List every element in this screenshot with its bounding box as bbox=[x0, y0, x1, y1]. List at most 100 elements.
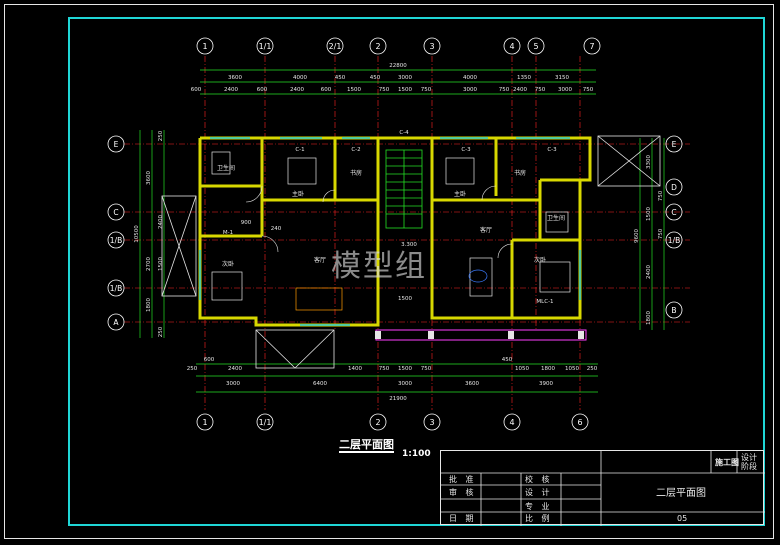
axis-bubble bbox=[256, 413, 274, 431]
room-label-wc-right: 卫生间 bbox=[547, 214, 565, 222]
dim-top-2: 2400 bbox=[513, 87, 527, 93]
tag-c4: C-4 bbox=[399, 130, 409, 136]
dim-top-2: 750 bbox=[499, 87, 510, 93]
tag-elevation: 3.300 bbox=[401, 242, 417, 248]
axis-bubble bbox=[196, 413, 214, 431]
axis-bubble bbox=[665, 231, 683, 249]
axis-bubble bbox=[256, 37, 274, 55]
axis-label-bottom-1: 1 bbox=[202, 418, 207, 427]
dim-bottom-overall: 21900 bbox=[389, 396, 407, 402]
axis-label-top-5: 5 bbox=[533, 42, 538, 51]
dim-top-1: 3000 bbox=[398, 75, 412, 81]
room-label-bedroom-br: 次卧 bbox=[534, 256, 546, 264]
tag-mlc: MLC-1 bbox=[536, 299, 553, 305]
dim-top-1: 450 bbox=[370, 75, 381, 81]
room-label-living-left: 客厅 bbox=[314, 256, 326, 264]
walls bbox=[198, 136, 592, 327]
dim-top-1: 3600 bbox=[228, 75, 242, 81]
room-label-bedroom-bl: 次卧 bbox=[222, 260, 234, 268]
room-label-living-right: 客厅 bbox=[480, 226, 492, 234]
room-label-bedroom-left: 主卧 bbox=[292, 190, 304, 198]
dim-top-2: 1500 bbox=[347, 87, 361, 93]
axis-label-top-2-1: 2/1 bbox=[329, 42, 342, 51]
axis-label-top-4: 4 bbox=[509, 42, 514, 51]
dim-top-2: 750 bbox=[379, 87, 390, 93]
dim-right: 1500 bbox=[646, 207, 652, 221]
dim-bottom-1: 1500 bbox=[398, 366, 412, 372]
tag-c3-right: C-3 bbox=[461, 147, 471, 153]
dim-bottom-1: 1050 bbox=[565, 366, 579, 372]
tb-design-label: 设 计 bbox=[525, 488, 553, 497]
axis-bubble bbox=[107, 313, 125, 331]
title-block: 批 准 审 核 日 期 校 核 设 计 专 业 比 例 施工图 设计 阶段 05 bbox=[440, 450, 765, 526]
tag-m1: M-1 bbox=[223, 230, 233, 236]
tag-240: 240 bbox=[271, 226, 282, 232]
staircase bbox=[385, 149, 423, 229]
axis-bubble bbox=[665, 178, 683, 196]
dim-bottom-2: 3600 bbox=[465, 381, 479, 387]
dim-top-2: 2400 bbox=[290, 87, 304, 93]
dim-top-2: 2400 bbox=[224, 87, 238, 93]
axis-bubble bbox=[326, 37, 344, 55]
dim-left: 250 bbox=[158, 130, 164, 141]
dim-top-2: 3000 bbox=[463, 87, 477, 93]
dim-left: 2400 bbox=[158, 215, 164, 229]
axis-bubble bbox=[527, 37, 545, 55]
front-railing bbox=[375, 329, 587, 341]
axis-label-top-7: 7 bbox=[589, 42, 594, 51]
axis-label-top-1: 1 bbox=[202, 42, 207, 51]
tb-discipline-label: 专 业 bbox=[525, 502, 553, 511]
tag-c2-left: C-2 bbox=[351, 147, 360, 153]
axis-bubble bbox=[571, 413, 589, 431]
axis-label-bottom-6: 6 bbox=[577, 418, 582, 427]
axis-bubble bbox=[369, 37, 387, 55]
axis-label-bottom-4: 4 bbox=[509, 418, 514, 427]
tb-approve-label: 批 准 bbox=[449, 475, 477, 484]
dim-top-overall: 22800 bbox=[389, 63, 407, 69]
dim-bottom-2: 3000 bbox=[226, 381, 240, 387]
title-block-grid bbox=[441, 451, 765, 526]
dim-top-1: 3150 bbox=[555, 75, 569, 81]
tb-review-label: 审 核 bbox=[449, 488, 477, 497]
tag-c1-left: C-1 bbox=[295, 147, 304, 153]
plan-scale: 1:100 bbox=[402, 449, 431, 459]
axis-bubble bbox=[503, 37, 521, 55]
axis-bubble bbox=[665, 135, 683, 153]
balconies bbox=[161, 135, 661, 369]
dim-top-1: 4000 bbox=[463, 75, 477, 81]
room-label-wc-left: 卫生间 bbox=[217, 164, 235, 172]
axis-bubble bbox=[107, 279, 125, 297]
axis-label-left-e: E bbox=[114, 140, 119, 149]
dim-top-2: 750 bbox=[583, 87, 594, 93]
dim-left: 250 bbox=[158, 326, 164, 337]
room-label-study-left: 书房 bbox=[350, 169, 362, 177]
dim-right: 2400 bbox=[646, 265, 652, 279]
axis-label-top-1-1: 1/1 bbox=[259, 42, 272, 51]
dim-right-overall: 9600 bbox=[634, 229, 640, 243]
dim-right: 3300 bbox=[646, 155, 652, 169]
dim-bottom-1: 750 bbox=[421, 366, 432, 372]
dim-bottom-2: 3000 bbox=[398, 381, 412, 387]
axis-label-right-b: B bbox=[671, 306, 676, 315]
axis-bubble bbox=[503, 413, 521, 431]
dim-bottom-1: 1400 bbox=[348, 366, 362, 372]
axis-label-bottom-1-1: 1/1 bbox=[259, 418, 272, 427]
axis-bubble bbox=[107, 231, 125, 249]
axis-label-right-c: C bbox=[671, 208, 676, 217]
tb-sheet-title: 二层平面图 bbox=[656, 487, 706, 499]
axis-label-right-e: E bbox=[672, 140, 677, 149]
dim-top-1: 450 bbox=[335, 75, 346, 81]
axis-label-top-3: 3 bbox=[429, 42, 434, 51]
dim-top-2: 600 bbox=[321, 87, 332, 93]
dim-top-2: 600 bbox=[257, 87, 268, 93]
dim-bottom-2: 6400 bbox=[313, 381, 327, 387]
tag-c3-far: C-3 bbox=[547, 147, 557, 153]
tb-stage-label: 设计 阶段 bbox=[741, 453, 757, 471]
axis-label-right-d: D bbox=[671, 183, 677, 192]
axis-bubble bbox=[369, 413, 387, 431]
dim-left-overall: 10500 bbox=[134, 225, 140, 243]
dim-top-1: 1350 bbox=[517, 75, 531, 81]
dim-top-2: 3000 bbox=[558, 87, 572, 93]
tb-scale-label: 比 例 bbox=[525, 514, 553, 523]
